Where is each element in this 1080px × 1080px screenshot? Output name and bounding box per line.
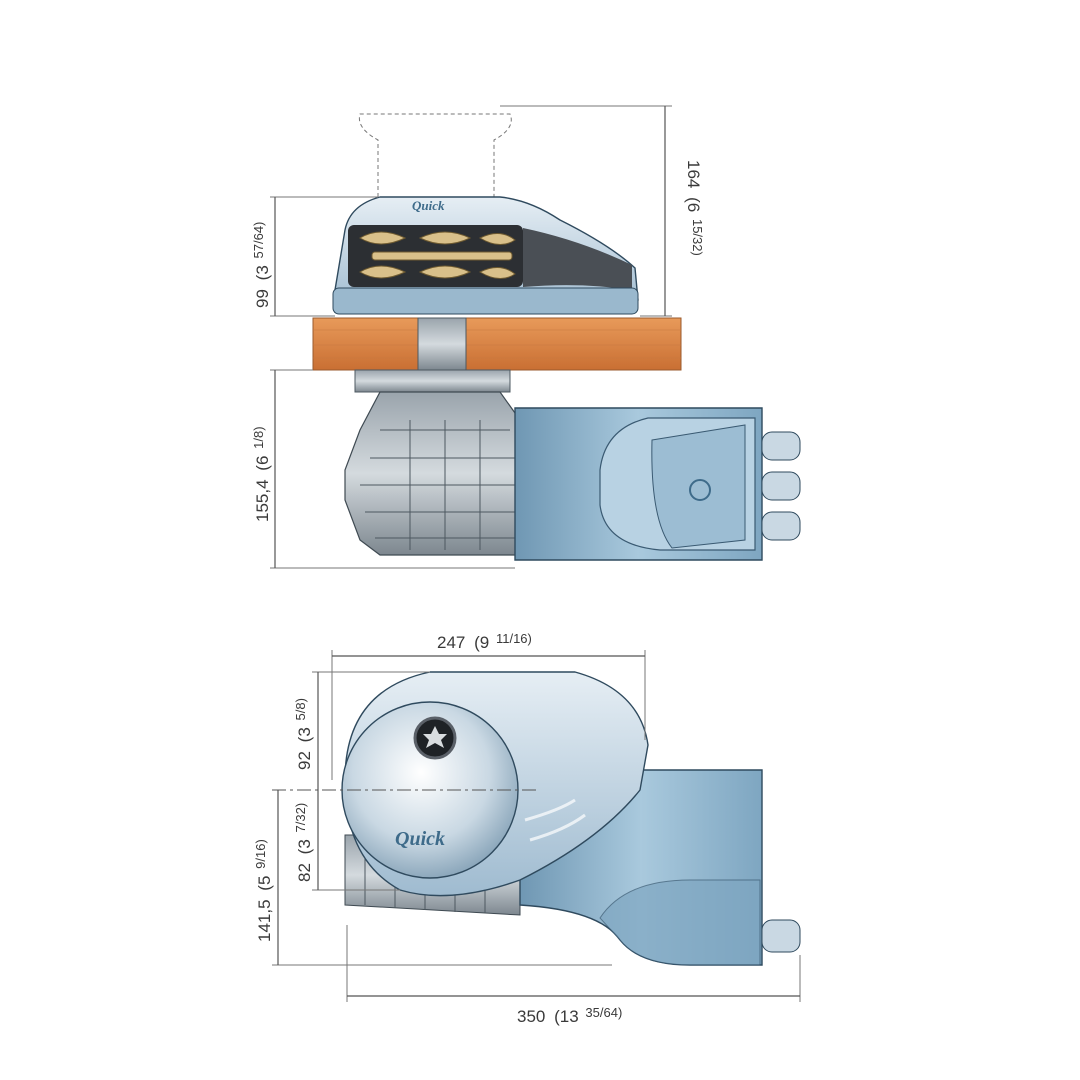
shaft-star	[423, 726, 447, 748]
gearbox-ribs	[360, 420, 515, 550]
plan-brand-logo: Quick	[395, 828, 445, 850]
motor-cover-panel-inner	[651, 424, 746, 549]
gearbox	[344, 391, 521, 556]
dim-155-label: 155,4 (6 1/8)	[251, 426, 272, 522]
dim-164-label: 164 (6 15/32)	[684, 160, 705, 256]
top-brand-logo: Quick	[412, 198, 445, 213]
cable-glands	[761, 431, 801, 541]
dim-141-label: 141,5 (5 9/16)	[253, 839, 274, 942]
dim-99-label: 99 (3 57/64)	[251, 222, 272, 308]
cover-side-dark	[523, 228, 632, 290]
deck-board	[312, 317, 682, 371]
dim-82-label: 82 (3 7/32)	[293, 803, 314, 882]
dim-247-label: 247 (9 11/16)	[437, 631, 532, 652]
mount-flange	[354, 369, 511, 393]
shaft	[417, 317, 467, 371]
motor-logo-emblem	[689, 479, 711, 501]
plan-view: Quick 247 (9 11/16) 92 (3 5/8) 82 (3 7/3…	[253, 631, 801, 1026]
plan-cable-gland	[761, 919, 801, 953]
side-elevation-view: Quick 164 (6 15/32)	[251, 105, 801, 569]
gypsy-pockets	[359, 231, 516, 279]
dim-350-label: 350 (13 35/64)	[517, 1005, 622, 1026]
plan-motor-curve	[599, 879, 761, 966]
dim-92-label: 92 (3 5/8)	[293, 698, 314, 770]
capstan-dashed-outline	[358, 113, 512, 197]
base-plate	[332, 287, 639, 315]
plan-cover-highlight	[524, 798, 576, 822]
